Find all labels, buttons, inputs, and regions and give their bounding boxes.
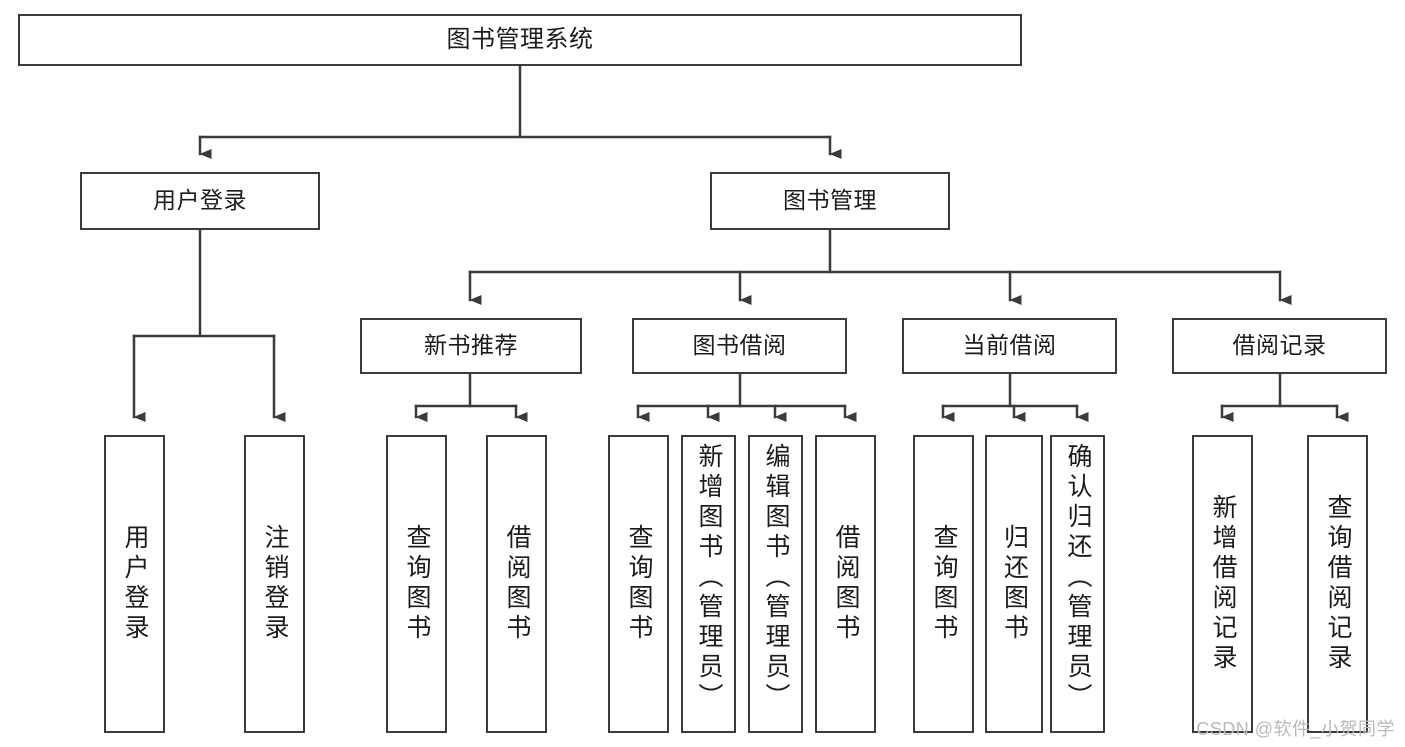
node-leaf-borrow-books-2-label: 借阅图书 (832, 524, 860, 644)
node-leaf-borrow-books-2[interactable]: 借阅图书 (815, 435, 876, 733)
node-root[interactable]: 图书管理系统 (18, 14, 1022, 66)
node-leaf-add-book-label: 新增图书（管理员） (695, 443, 723, 713)
node-leaf-query-books-2[interactable]: 查询图书 (608, 435, 669, 733)
node-current-borrow[interactable]: 当前借阅 (902, 318, 1117, 374)
node-leaf-user-login-label: 用户登录 (121, 524, 149, 644)
node-leaf-add-book[interactable]: 新增图书（管理员） (681, 435, 736, 733)
node-borrow-record-label: 借阅记录 (1232, 332, 1327, 359)
node-leaf-query-books-3[interactable]: 查询图书 (913, 435, 974, 733)
node-leaf-query-borrow-record[interactable]: 查询借阅记录 (1307, 435, 1368, 733)
node-book-management-label: 图书管理 (783, 187, 877, 214)
node-current-borrow-label: 当前借阅 (962, 332, 1057, 359)
node-user-login[interactable]: 用户登录 (80, 172, 320, 230)
node-leaf-add-borrow-record[interactable]: 新增借阅记录 (1192, 435, 1253, 733)
node-leaf-query-books-1[interactable]: 查询图书 (386, 435, 447, 733)
node-leaf-edit-book[interactable]: 编辑图书（管理员） (748, 435, 803, 733)
node-leaf-query-books-1-label: 查询图书 (403, 524, 431, 644)
node-leaf-query-borrow-record-label: 查询借阅记录 (1324, 494, 1352, 674)
node-leaf-confirm-return-label: 确认归还（管理员） (1064, 443, 1092, 713)
node-leaf-return-book-label: 归还图书 (1000, 524, 1029, 644)
node-leaf-borrow-books-1[interactable]: 借阅图书 (486, 435, 547, 733)
node-leaf-user-login[interactable]: 用户登录 (104, 435, 165, 733)
node-user-login-label: 用户登录 (153, 187, 247, 214)
node-leaf-add-borrow-record-label: 新增借阅记录 (1209, 494, 1237, 674)
node-leaf-confirm-return[interactable]: 确认归还（管理员） (1050, 435, 1105, 733)
node-book-borrow[interactable]: 图书借阅 (632, 318, 847, 374)
node-root-label: 图书管理系统 (446, 25, 594, 53)
node-leaf-query-books-2-label: 查询图书 (625, 524, 653, 644)
watermark: CSDN @软件_小贺同学 (1196, 719, 1395, 739)
node-book-borrow-label: 图书借阅 (692, 332, 787, 359)
node-leaf-borrow-books-1-label: 借阅图书 (503, 524, 531, 644)
node-new-book-recommend[interactable]: 新书推荐 (360, 318, 582, 374)
node-leaf-logout[interactable]: 注销登录 (244, 435, 305, 733)
node-book-management[interactable]: 图书管理 (710, 172, 950, 230)
node-leaf-edit-book-label: 编辑图书（管理员） (762, 443, 790, 713)
node-borrow-record[interactable]: 借阅记录 (1172, 318, 1387, 374)
node-leaf-logout-label: 注销登录 (261, 524, 289, 644)
node-leaf-query-books-3-label: 查询图书 (930, 524, 958, 644)
node-new-book-recommend-label: 新书推荐 (424, 332, 518, 359)
node-leaf-return-book[interactable]: 归还图书 (985, 435, 1043, 733)
